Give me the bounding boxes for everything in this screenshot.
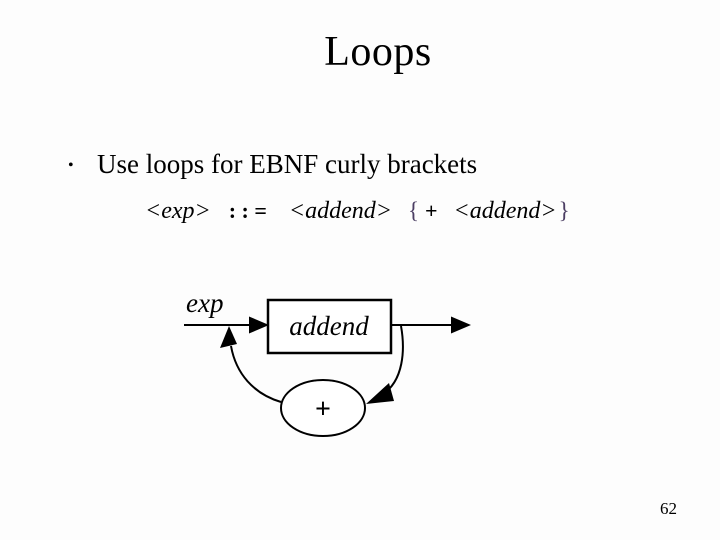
slide-title: Loops: [324, 29, 432, 75]
diagram-exit-arrow-icon: [451, 316, 471, 334]
diagram-loop-up-curve: [230, 345, 282, 403]
rule-plus-operator: +: [425, 198, 438, 223]
diagram-plus-ellipse: [280, 379, 366, 437]
rule-assign-operator: : : =: [228, 198, 267, 223]
bullet-item: • Use loops for EBNF curly brackets: [68, 149, 477, 180]
diagram-box-label: addend: [289, 311, 369, 341]
diagram-addend-box: [266, 298, 393, 355]
page-number: 62: [660, 499, 677, 518]
diagram-loop-down-curve: [387, 325, 404, 391]
rule-exp: <exp>: [145, 198, 211, 224]
diagram-box-entry-arrow-icon: [249, 316, 269, 334]
rule-addend-first: <addend>: [288, 198, 392, 224]
diagram-entry-label: exp: [186, 288, 223, 318]
rule-addend-second: <addend>: [453, 198, 557, 224]
bullet-marker: •: [68, 157, 74, 174]
diagram-loop-label: +: [315, 394, 331, 425]
bullet-text: Use loops for EBNF curly brackets: [97, 149, 478, 179]
rule-open-brace: {: [407, 198, 419, 223]
diagram-loop-into-plus-arrow-icon: [366, 383, 394, 404]
diagram-loop-return-arrow-icon: [220, 326, 237, 348]
syntax-diagram: exp addend +: [184, 288, 471, 437]
rule-close-brace: }: [558, 198, 570, 223]
grammar-rule: <exp> : : = <addend> {+ <addend>}: [145, 198, 570, 225]
